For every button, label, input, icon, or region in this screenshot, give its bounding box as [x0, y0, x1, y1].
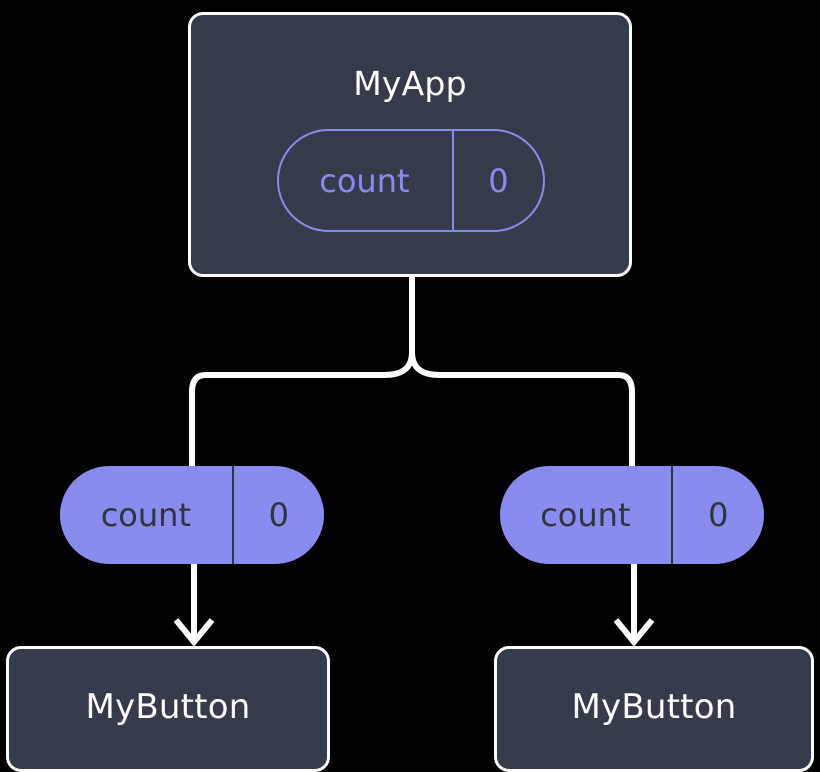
- prop-pill-right[interactable]: count 0: [500, 466, 764, 564]
- prop-pill-value: 0: [231, 466, 324, 564]
- component-box-mybutton-right[interactable]: MyButton: [494, 646, 814, 772]
- prop-pill-key: count: [100, 496, 191, 534]
- arrow-head-right: [613, 618, 655, 647]
- prop-pill-key: count: [540, 496, 631, 534]
- component-box-mybutton-left[interactable]: MyButton: [6, 646, 330, 772]
- fork-connector-left: [189, 277, 415, 468]
- state-pill-myapp[interactable]: count 0: [277, 129, 545, 232]
- component-box-myapp[interactable]: MyApp: [188, 12, 632, 277]
- component-label-mybutton-left: MyButton: [85, 687, 251, 727]
- state-pill-value: 0: [451, 131, 543, 230]
- fork-connector-right: [409, 277, 635, 468]
- state-pill-key: count: [319, 161, 410, 200]
- prop-pill-value: 0: [670, 466, 764, 564]
- arrow-head-left: [173, 618, 215, 647]
- component-label-mybutton-right: MyButton: [571, 687, 737, 727]
- component-label-myapp: MyApp: [353, 64, 467, 103]
- prop-pill-left[interactable]: count 0: [60, 466, 324, 564]
